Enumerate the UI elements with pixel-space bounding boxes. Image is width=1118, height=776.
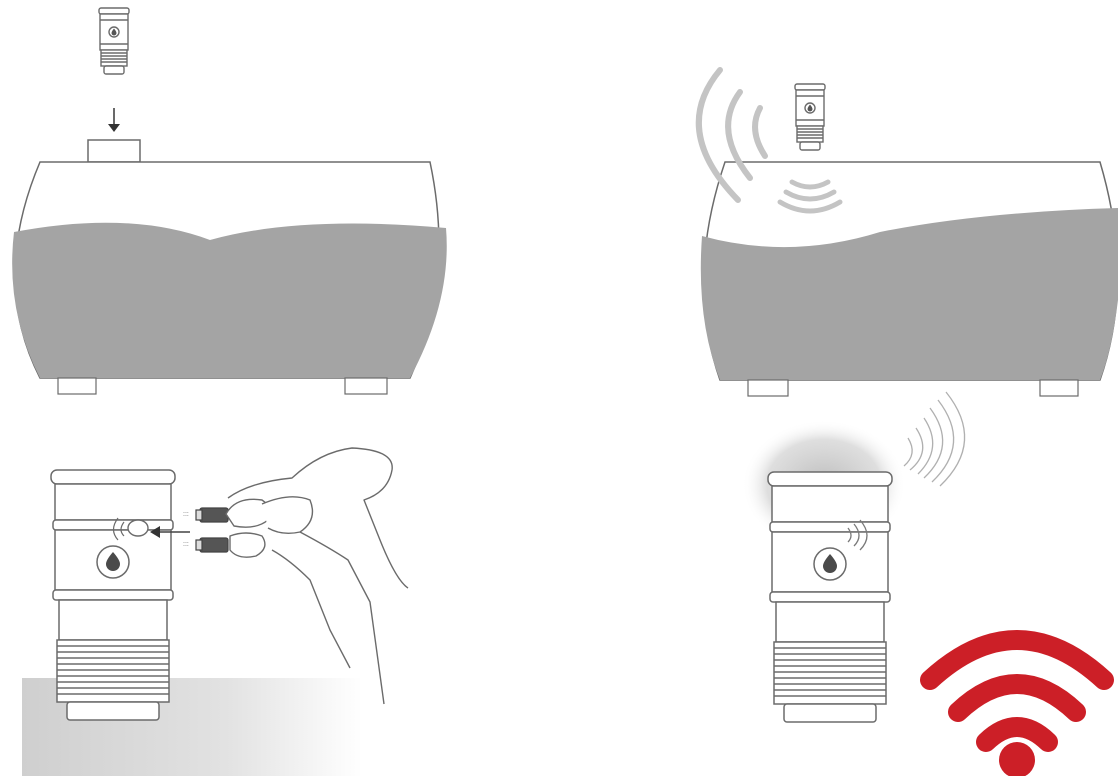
sensor-large-left: [51, 470, 175, 720]
sensor-small-right: [795, 84, 825, 150]
fluid-level-left: [12, 223, 447, 378]
arrow-down-icon: [108, 108, 120, 132]
battery-icon: ::: :::: [183, 508, 228, 552]
panel-sensor-signal: [699, 70, 1118, 396]
sensor-large-right: [768, 472, 892, 722]
hand-illustration: [226, 448, 408, 704]
svg-text::::: :::: [183, 511, 189, 518]
tank-left: [12, 140, 447, 394]
panel-insert-battery: ::: :::: [22, 448, 408, 776]
wifi-icon: [930, 640, 1104, 742]
sensor-small-left: [99, 8, 129, 74]
tank-right: [701, 162, 1118, 396]
panel-sensor-wifi: [742, 392, 1104, 776]
panel-insert-sensor: [12, 8, 447, 394]
signal-waves-top-icon: [904, 392, 965, 486]
svg-text::::: :::: [183, 541, 189, 548]
wifi-dot: [999, 742, 1035, 776]
